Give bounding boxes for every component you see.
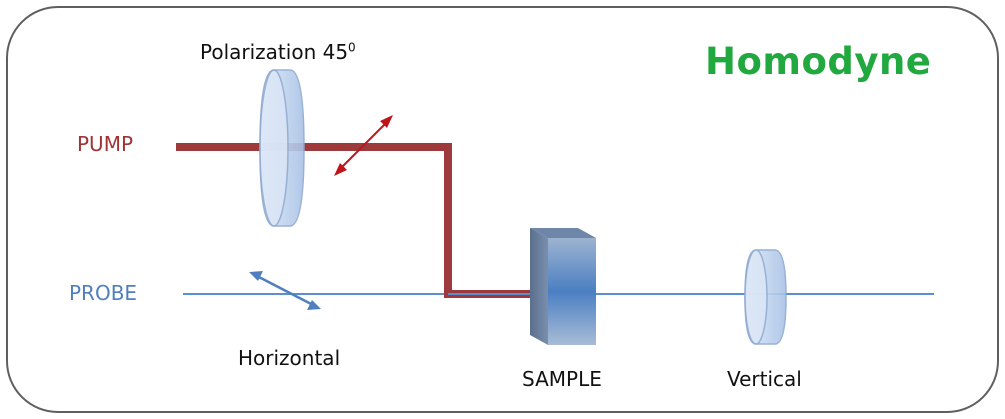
vertical-label: Vertical xyxy=(727,367,802,391)
sample-block-icon xyxy=(530,228,596,345)
pump-label: PUMP xyxy=(77,132,134,156)
polarization-text: Polarization 45 xyxy=(200,40,349,64)
diagram-title: Homodyne xyxy=(705,40,932,83)
pump-beam xyxy=(176,143,541,298)
horizontal-label: Horizontal xyxy=(238,346,341,370)
half-wave-plate-icon xyxy=(259,69,305,227)
sample-label: SAMPLE xyxy=(522,367,602,391)
polarization-arrow-icon xyxy=(334,115,393,176)
probe-polarization-arrow-icon xyxy=(249,271,321,310)
polarization-label: Polarization 450 xyxy=(200,40,356,64)
diagram-frame xyxy=(6,6,999,413)
polarization-superscript: 0 xyxy=(348,40,356,55)
analyzer-polarizer-icon xyxy=(744,249,787,345)
probe-label: PROBE xyxy=(69,281,138,305)
